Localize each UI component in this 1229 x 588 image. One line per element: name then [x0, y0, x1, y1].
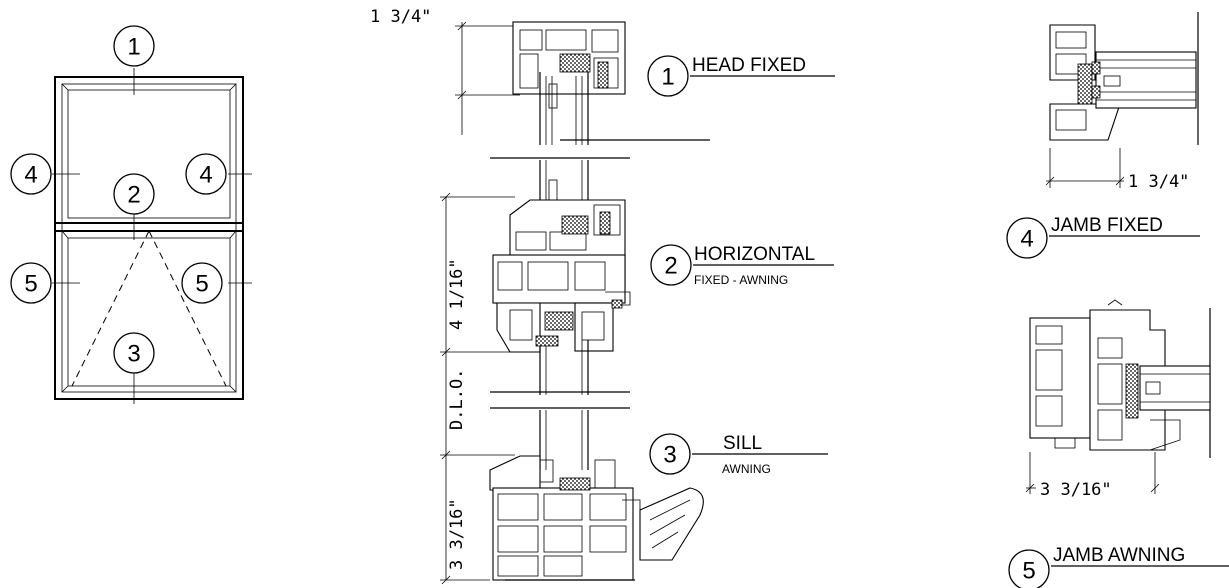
svg-text:HORIZONTAL: HORIZONTAL: [694, 244, 815, 265]
svg-text:FIXED - AWNING: FIXED - AWNING: [694, 273, 788, 287]
jamb-fixed-section: 1 3/4" 4 JAMB FIXED: [1006, 12, 1200, 259]
section-title-jamb-fixed[interactable]: 4 JAMB FIXED: [1006, 215, 1200, 259]
svg-text:5: 5: [195, 271, 208, 298]
svg-text:JAMB AWNING: JAMB AWNING: [1053, 545, 1185, 566]
svg-text:2: 2: [127, 182, 140, 209]
awning-swing-line-left: [71, 230, 150, 387]
svg-text:1: 1: [661, 64, 674, 91]
elevation-tag-2[interactable]: 2: [113, 173, 155, 215]
svg-text:5: 5: [1022, 558, 1035, 585]
elevation-tag-4-left[interactable]: 4: [10, 153, 52, 195]
dim-dlo: D.L.O.: [447, 369, 467, 430]
svg-text:2: 2: [664, 253, 677, 280]
vertical-section: 1 3/4": [370, 7, 835, 585]
sill-profile: [489, 410, 704, 581]
horizontal-profile: [492, 160, 631, 395]
section-title-sill[interactable]: 3 SILL AWNING: [649, 433, 828, 476]
dim-jamb-awning-width: 3 3/16": [1040, 480, 1112, 500]
svg-text:4: 4: [24, 162, 37, 189]
head-profile: [512, 21, 710, 145]
svg-text:1: 1: [127, 34, 140, 61]
dim-head-depth: 1 3/4": [370, 7, 431, 27]
awning-sash: [67, 237, 231, 387]
svg-text:4: 4: [1020, 226, 1033, 253]
section-title-horizontal[interactable]: 2 HORIZONTAL FIXED - AWNING: [650, 244, 834, 287]
svg-text:JAMB FIXED: JAMB FIXED: [1051, 215, 1163, 236]
dim-horizontal-height: 4 1/16": [447, 258, 467, 330]
elevation-outer-frame: [54, 76, 244, 400]
svg-text:AWNING: AWNING: [722, 462, 771, 476]
window-elevation: 1 2 3 4 4 5 5: [10, 25, 252, 404]
svg-text:5: 5: [24, 271, 37, 298]
jamb-awning-section: 3 3/16" 5 JAMB AWNING: [1008, 299, 1229, 588]
elevation-inner-frame: [61, 83, 237, 393]
elevation-tag-3[interactable]: 3: [113, 332, 155, 374]
elevation-tag-1[interactable]: 1: [113, 25, 155, 67]
svg-text:HEAD FIXED: HEAD FIXED: [692, 55, 806, 76]
svg-text:3: 3: [127, 341, 140, 368]
dim-sill-height: 3 3/16": [447, 498, 467, 570]
fixed-glazing: [67, 89, 231, 219]
svg-text:4: 4: [199, 162, 212, 189]
svg-text:SILL: SILL: [723, 433, 762, 454]
awning-swing-line-right: [148, 230, 227, 387]
dim-jamb-fixed-width: 1 3/4": [1128, 172, 1189, 192]
section-title-jamb-awning[interactable]: 5 JAMB AWNING: [1008, 545, 1229, 588]
elevation-tag-5-left[interactable]: 5: [10, 262, 52, 304]
elevation-tag-5-right[interactable]: 5: [181, 262, 223, 304]
section-title-head[interactable]: 1 HEAD FIXED: [647, 55, 835, 97]
elevation-tag-4-right[interactable]: 4: [185, 153, 227, 195]
svg-text:3: 3: [663, 442, 676, 469]
